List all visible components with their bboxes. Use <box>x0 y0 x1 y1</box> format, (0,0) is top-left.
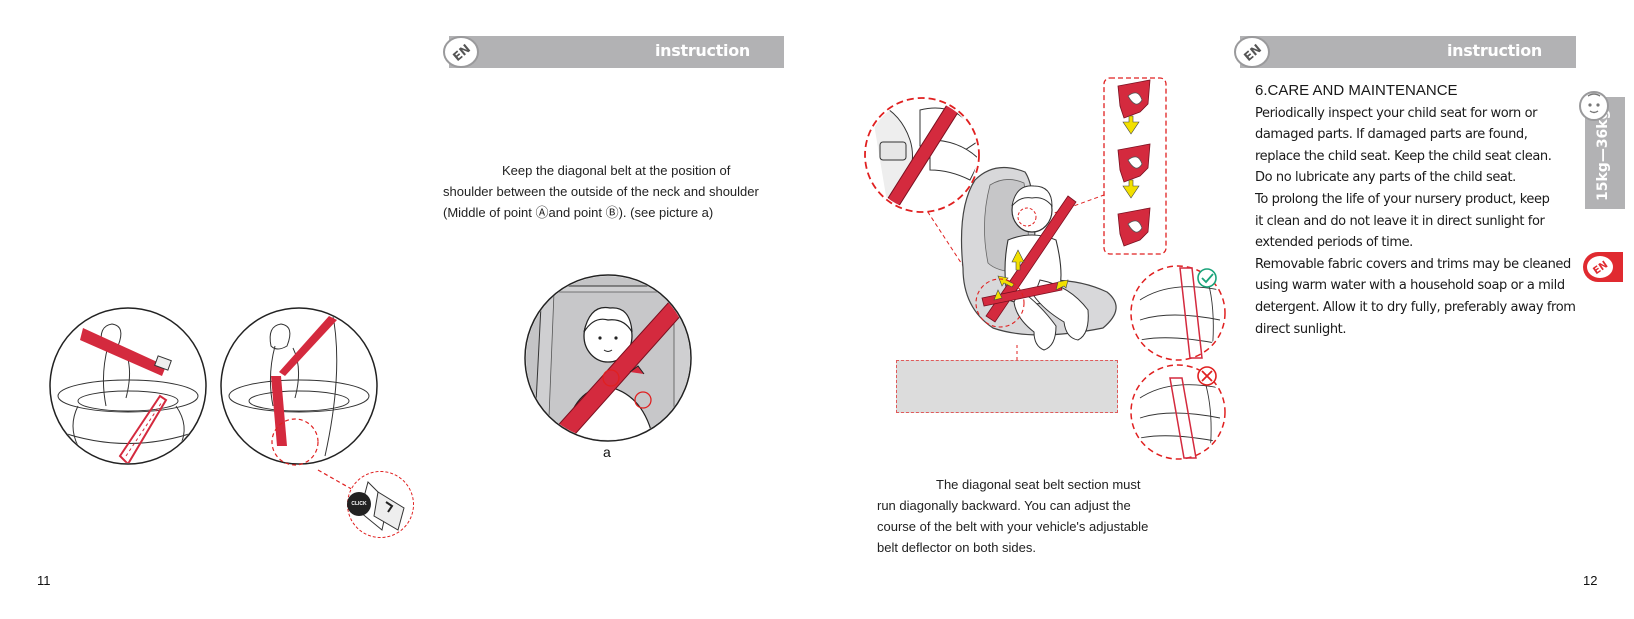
care-line: Do no lubricate any parts of the child s… <box>1255 170 1516 186</box>
page-number-left: 11 <box>37 573 51 588</box>
right-text-line-2: run diagonally backward. You can adjust … <box>877 498 1131 513</box>
care-line: replace the child seat. Keep the child s… <box>1255 148 1552 164</box>
care-line: To prolong the life of your nursery prod… <box>1255 191 1550 207</box>
left-text-line-3: (Middle of point Ⓐand point Ⓑ). (see pic… <box>443 205 714 220</box>
left-text-line-2: shoulder between the outside of the neck… <box>443 184 759 199</box>
care-line: Removable fabric covers and trims may be… <box>1255 256 1571 272</box>
check-icon <box>1197 268 1217 288</box>
side-en-badge: EN <box>1583 252 1623 282</box>
en-badge-icon: EN <box>443 36 479 68</box>
care-maintenance-section: 6.CARE AND MAINTENANCE Periodically insp… <box>1255 80 1585 340</box>
lap-belt-illustration-2 <box>220 307 378 466</box>
right-text-line-1: The diagonal seat belt section must <box>936 477 1141 492</box>
care-line: direct sunlight. <box>1255 321 1347 337</box>
right-header-banner: EN instruction <box>1234 36 1576 68</box>
left-instruction-text: Keep the diagonal belt at the position o… <box>443 160 803 223</box>
right-instruction-text: The diagonal seat belt section must run … <box>877 474 1217 558</box>
right-banner-title: instruction <box>1446 41 1542 60</box>
empty-callout-box <box>896 360 1118 413</box>
care-line: detergent. Allow it to dry fully, prefer… <box>1255 299 1576 315</box>
left-banner-title: instruction <box>654 41 750 60</box>
en-badge-icon: EN <box>1587 256 1613 278</box>
right-text-line-3: course of the belt with your vehicle's a… <box>877 519 1149 534</box>
baby-face-icon <box>1579 91 1609 121</box>
buckle-click-detail: CLICK <box>347 471 414 538</box>
right-text-line-4: belt deflector on both sides. <box>877 540 1036 555</box>
page-number-right: 12 <box>1583 573 1598 588</box>
figure-label-a: a <box>603 444 611 460</box>
picture-a-shoulder-belt <box>524 274 692 442</box>
care-line: damaged parts. If damaged parts are foun… <box>1255 127 1528 143</box>
weight-range-label: 15kg—36kg <box>1595 109 1611 201</box>
left-text-line-1: Keep the diagonal belt at the position o… <box>502 163 731 178</box>
click-badge-label: CLICK <box>351 501 367 507</box>
click-badge: CLICK <box>347 492 371 516</box>
care-line: using warm water with a household soap o… <box>1255 278 1565 294</box>
care-heading: 6.CARE AND MAINTENANCE <box>1255 82 1458 99</box>
lap-belt-illustration-1 <box>49 307 207 465</box>
left-header-banner: EN instruction <box>443 36 784 68</box>
care-line: it clean and do not leave it in direct s… <box>1255 213 1545 229</box>
care-line: extended periods of time. <box>1255 235 1413 251</box>
care-line: Periodically inspect your child seat for… <box>1255 105 1538 121</box>
en-badge-icon: EN <box>1234 36 1270 68</box>
